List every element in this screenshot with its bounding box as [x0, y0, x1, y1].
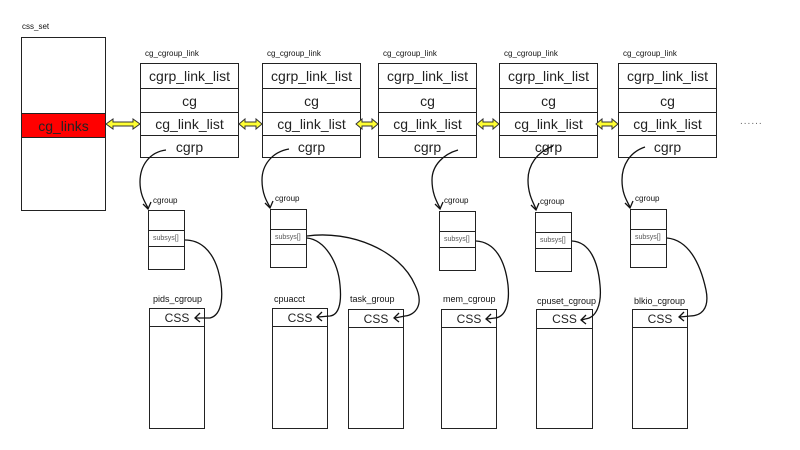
subsys-pointer	[475, 240, 510, 320]
cgroup-title: cgroup	[153, 196, 178, 205]
cgroup-title: cgroup	[635, 194, 660, 203]
link-field: cgrp_link_list	[379, 64, 476, 89]
subsys-box: CSS	[272, 308, 328, 429]
arrowhead	[434, 201, 444, 211]
arrowhead	[142, 201, 152, 211]
subsys-box: CSS	[348, 309, 404, 429]
css-field: CSS	[633, 310, 687, 328]
subsys-title: pids_cgroup	[153, 294, 203, 304]
link-field: cgrp	[297, 139, 326, 155]
link-field: cg	[379, 89, 476, 113]
subsys-box: CSS	[441, 309, 497, 429]
css-set-title: css_set	[22, 22, 50, 31]
link-field: cg_link_list	[500, 113, 597, 136]
link-field: cgrp	[653, 139, 682, 155]
link-field: cgrp_link_list	[263, 64, 360, 89]
bidir-arrow	[476, 117, 500, 131]
cgroup-empty-row	[631, 210, 666, 230]
ellipsis: ......	[740, 116, 763, 127]
subsys-title: cpuacct	[274, 294, 306, 304]
link-field: cg_link_list	[379, 113, 476, 136]
cgroup-box: subsys[]	[630, 209, 667, 268]
subsys-box: CSS	[632, 309, 688, 429]
css-set-cg-links: cg_links	[22, 113, 105, 138]
cgroup-subsys-field: subsys[]	[271, 230, 306, 245]
cg-cgroup-link-box: cgrp_link_list cg cg_link_list cgrp	[140, 63, 239, 158]
link-field: cg	[141, 89, 238, 113]
link-field: cgrp	[413, 139, 442, 155]
bidir-arrow	[105, 118, 141, 130]
cg-cgroup-link-box: cgrp_link_list cg cg_link_list cgrp	[499, 63, 598, 158]
css-field: CSS	[349, 310, 403, 328]
cgroup-empty-row	[440, 212, 475, 232]
arrowhead	[530, 202, 540, 212]
link-field: cgrp_link_list	[141, 64, 238, 89]
subsys-title: cpuset_cgroup	[537, 296, 597, 306]
arrowhead	[264, 200, 274, 210]
cgroup-box: subsys[]	[439, 211, 476, 271]
css-field: CSS	[150, 309, 204, 327]
css-field: CSS	[442, 310, 496, 328]
subsys-pointer	[184, 239, 223, 319]
cg-cgroup-link-box: cgrp_link_list cg cg_link_list cgrp	[262, 63, 361, 158]
subsys-title: task_group	[350, 294, 395, 304]
bidir-arrow	[238, 117, 263, 131]
cgroup-title: cgroup	[275, 194, 300, 203]
link-title: cg_cgroup_link	[267, 49, 321, 58]
css-field: CSS	[537, 310, 592, 329]
link-title: cg_cgroup_link	[145, 49, 199, 58]
cgroup-subsys-field: subsys[]	[631, 230, 666, 245]
subsys-title: mem_cgroup	[443, 294, 496, 304]
cgroup-box: subsys[]	[535, 212, 572, 272]
link-field: cg_link_list	[263, 113, 360, 136]
cgroup-box: subsys[]	[148, 210, 185, 270]
arrowhead	[624, 200, 634, 210]
subsys-box: CSS	[149, 308, 205, 429]
cgroup-subsys-field: subsys[]	[149, 231, 184, 247]
cgroup-title: cgroup	[540, 197, 565, 206]
link-title: cg_cgroup_link	[504, 49, 558, 58]
link-field: cg_link_list	[141, 113, 238, 136]
cgroup-subsys-field: subsys[]	[536, 233, 571, 249]
cgroup-box: subsys[]	[270, 209, 307, 268]
link-field: cgrp_link_list	[500, 64, 597, 89]
link-field: cg	[619, 89, 716, 113]
css-field: CSS	[273, 309, 327, 327]
link-field: cg	[500, 89, 597, 113]
link-title: cg_cgroup_link	[383, 49, 437, 58]
cg-cgroup-link-box: cgrp_link_list cg cg_link_list cgrp	[378, 63, 477, 158]
link-field: cgrp_link_list	[619, 64, 716, 89]
cgroup-empty-row	[149, 211, 184, 231]
cgroup-empty-row	[271, 210, 306, 230]
subsys-pointer	[306, 237, 342, 318]
subsys-title: blkio_cgroup	[634, 296, 686, 306]
css-set-box: cg_links	[21, 37, 106, 211]
link-field: cgrp	[175, 139, 204, 155]
link-field: cg	[263, 89, 360, 113]
cg-cgroup-link-box: cgrp_link_list cg cg_link_list cgrp	[618, 63, 717, 158]
bidir-arrow	[595, 117, 619, 131]
cgroup-subsys-field: subsys[]	[440, 232, 475, 248]
link-title: cg_cgroup_link	[623, 49, 677, 58]
cgroup-empty-row	[536, 213, 571, 233]
link-field: cg_link_list	[619, 113, 716, 136]
subsys-pointer	[306, 234, 420, 319]
link-field: cgrp	[534, 139, 563, 155]
subsys-box: CSS	[536, 309, 593, 429]
cgroup-title: cgroup	[444, 196, 469, 205]
